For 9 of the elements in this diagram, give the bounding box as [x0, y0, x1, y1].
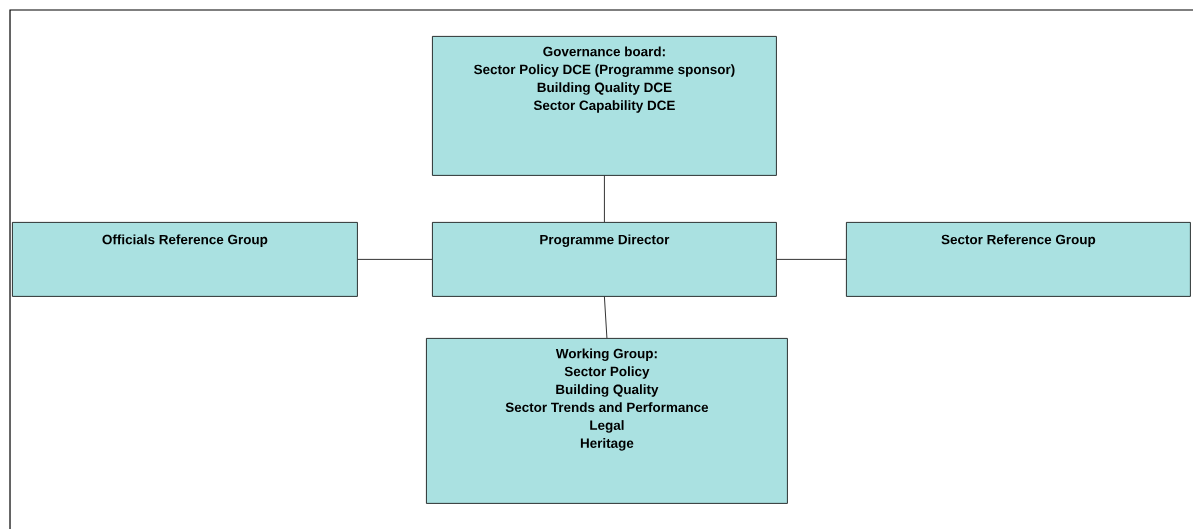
connector	[604, 175, 605, 223]
box: Working Group: Sector Policy Building Quality Sector Trends and Performance Legal Heritage	[426, 338, 788, 504]
box: Programme Director	[432, 222, 777, 297]
connector	[604, 296, 608, 339]
connector	[776, 259, 847, 260]
box: Officials Reference Group	[12, 222, 358, 297]
connector	[357, 259, 433, 260]
box: Sector Reference Group	[846, 222, 1191, 297]
box: Governance board: Sector Policy DCE (Programme sponsor) Building Quality DCE Sector Capability DCE	[432, 36, 777, 176]
